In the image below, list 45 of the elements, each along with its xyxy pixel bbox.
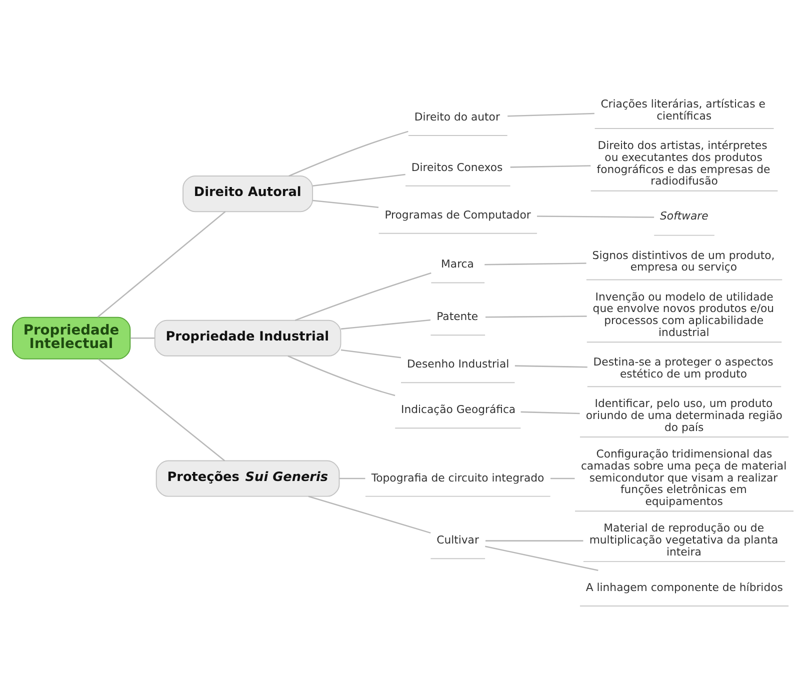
connector xyxy=(485,315,587,318)
node-text: Direitos Conexos xyxy=(411,160,503,174)
connector xyxy=(97,210,226,318)
node-text: Software xyxy=(660,208,708,222)
node-text: Destina-se a proteger o aspectos estético de um produto xyxy=(593,355,774,380)
connector xyxy=(510,164,591,168)
node-text: Signos distintivos de um produto, empresa ou serviço xyxy=(592,248,775,274)
node-text: Desenho Industrial xyxy=(406,357,510,370)
connector xyxy=(130,336,155,338)
node-box: Propriedade Intelectual xyxy=(12,316,131,359)
node-text: Configuração tridimensional das camadas sobre uma peça de material semicondutor que visam a realizar funções eletrônicas em equipamentos xyxy=(580,447,787,508)
node-text: Direito do autor xyxy=(414,110,500,123)
node-box: Propriedade Industrial xyxy=(154,319,342,356)
connector xyxy=(520,410,580,414)
connector xyxy=(294,272,432,320)
connector xyxy=(288,130,408,176)
connector xyxy=(508,112,594,116)
node-text: Patente xyxy=(436,310,478,323)
node-text: Criações literárias, artísticas e científicas xyxy=(600,97,766,122)
node-text: Material de reprodução ou de multiplicação vegetativa da planta inteira xyxy=(589,521,778,558)
connector xyxy=(514,364,588,368)
node-box: Direito Autoral xyxy=(182,175,314,212)
node-text: Identificar, pelo uso, um produto oriundo de uma determinada região do país xyxy=(586,396,782,434)
connector xyxy=(485,540,584,541)
node-text: Marca xyxy=(441,257,474,270)
connector xyxy=(98,358,226,461)
connector xyxy=(485,545,598,571)
connector xyxy=(312,199,379,208)
connector xyxy=(288,354,396,396)
node-box: Proteções Sui Generis xyxy=(156,460,340,496)
node-text: Programas de Computador xyxy=(384,208,531,221)
connector xyxy=(537,215,654,218)
node-text: Indicação Geográfica xyxy=(401,402,516,416)
node-text: Invenção ou modelo de utilidade que envolve novos produtos e/ou processos com aplicabilidade industrial xyxy=(592,290,774,338)
node-text: A linhagem componente de híbridos xyxy=(586,580,783,594)
connector xyxy=(340,318,431,330)
node-text: Topografia de circuito integrado xyxy=(371,470,544,484)
connector xyxy=(312,173,406,186)
node-text: Cultivar xyxy=(436,533,479,546)
node-text: Direito dos artistas, intérpretes ou executantes dos produtos fonográficos e das empresas de radiodifusão xyxy=(596,138,770,188)
connector xyxy=(550,477,575,479)
connector xyxy=(484,262,586,265)
connector xyxy=(339,477,366,479)
connector xyxy=(308,495,431,534)
connector xyxy=(340,348,401,358)
